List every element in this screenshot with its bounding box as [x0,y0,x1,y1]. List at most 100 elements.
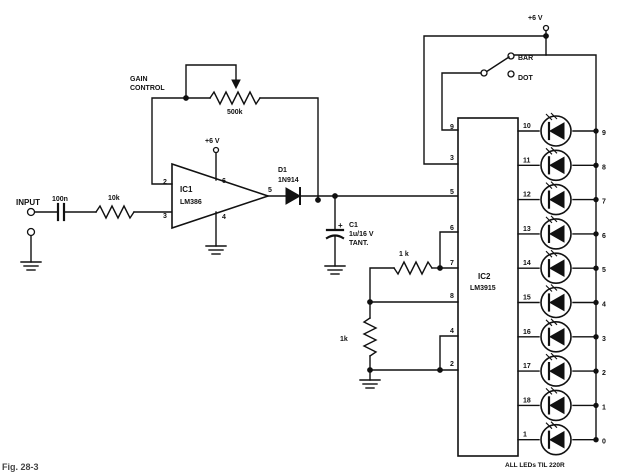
gain-control: GAIN CONTROL 500k [130,64,319,201]
led-note: ALL LEDs TIL 220R [505,462,565,469]
gain-control-label-2: CONTROL [130,85,165,92]
ic2-pin-2: 2 [450,361,454,368]
led-light-ray [545,319,553,327]
led-diode-icon [548,190,565,209]
input-section: INPUT 100n 10k [16,195,173,271]
c1-ground-symbol [324,265,346,275]
ic2-pin-7: 7 [450,260,454,267]
ic2-ground-symbol [359,379,381,389]
capacitor-c1: + C1 1u/16 V TANT. [324,195,374,275]
ic2-part: LM3915 [470,285,496,292]
ic2-pin-5: 5 [450,189,454,196]
led-diode-icon [548,293,565,312]
ic2-led-pin-number: 15 [523,295,531,302]
ic2-led-pin-number: 1 [523,432,527,439]
diode-d1: D1 1N914 [267,167,302,205]
led-output-number: 3 [602,336,606,343]
resistor-1k-side-label: 1k [340,336,348,343]
ic2-led-pin-number: 17 [523,363,531,370]
ic2-led-pin-number: 10 [523,123,531,130]
ic1-triangle [171,162,271,230]
ic1-supply-label: +6 V [205,138,220,145]
led-light-ray [550,318,558,326]
led-light-ray [545,147,553,155]
led-light-ray [545,250,553,258]
switch-common-contact [480,69,488,77]
led-output-number: 2 [602,370,606,377]
resistor-1k-top-label: 1 k [399,251,409,258]
led-0: 10 9 [517,112,606,147]
resistor-10k-label: 10k [108,195,120,202]
switch-contact-dot[interactable] [507,70,515,78]
led-output-number: 1 [602,404,606,411]
led-diode-icon [548,396,565,415]
d1-part: 1N914 [278,177,299,184]
ic2-led-pin-number: 18 [523,397,531,404]
led-7: 17 2 [517,352,606,387]
led-light-ray [545,216,553,224]
led-diode-icon [548,259,565,278]
ic2-lm3915: IC2 LM3915 9 3 5 6 7 8 4 2 [450,117,519,457]
c1-plus: + [338,221,343,230]
led-light-ray [550,112,558,120]
resistor-1k-side [362,317,378,357]
led-diode-icon [548,122,565,140]
pot-500k-label: 500k [227,109,243,116]
c1-value: 1u/16 V [349,231,374,238]
led-output-number: 8 [602,164,606,171]
ic2-led-pin-number: 11 [523,157,531,164]
led-light-ray [550,146,558,154]
c1-name: C1 [349,222,358,229]
led-output-number: 9 [602,130,606,137]
switch-contact-bar[interactable] [507,52,515,60]
ic2-pin-8: 8 [450,293,454,300]
ic1-pin-3: 3 [163,213,167,220]
resistor-10k [95,204,135,220]
led-light-ray [550,181,558,188]
led-light-ray [545,388,553,395]
input-ground-terminal [26,227,36,237]
led-output-number: 0 [602,439,606,446]
ic1-pin-2: 2 [163,179,167,186]
ic2-pin-4: 4 [450,328,454,335]
led-1: 11 8 [517,146,606,182]
led-light-ray [550,249,558,257]
ic1-name: IC1 [180,185,193,194]
ic1-ground-symbol [205,245,227,255]
ic2-led-pin-number: 14 [523,260,531,267]
ic2-led-pin-number: 16 [523,329,531,336]
led-3: 136 [517,215,606,250]
ic2-led-pin-number: 12 [523,192,531,199]
figure-caption: Fig. 28-3 [2,462,39,472]
ic2-name: IC2 [478,272,491,281]
ic2-supply-terminal [542,24,550,32]
led-light-ray [550,387,558,394]
led-output-number: 7 [602,199,606,206]
potentiometer-500k [209,90,261,106]
led-4: 145 [517,249,606,285]
led-5: 154 [517,284,606,319]
ic2-supply-label: +6 V [528,15,543,22]
resistor-1k-top [393,260,433,276]
led-light-ray [545,113,553,121]
led-diode-icon [548,430,565,449]
bar-dot-switch-lever[interactable] [485,56,510,73]
ic2-pin-6: 6 [450,225,454,232]
ic1-pin-5: 5 [268,187,272,194]
led-light-ray [545,353,553,361]
led-light-ray [550,215,558,223]
d1-name: D1 [278,167,287,174]
led-9: 10 [517,421,606,456]
led-light-ray [545,182,553,189]
input-ground-symbol [20,261,42,271]
led-diode-icon [548,327,565,346]
led-light-ray [545,285,553,292]
led-output-number: 6 [602,233,606,240]
ic1-amplifier: IC1 LM386 2 3 6 4 5 +6 V [163,138,272,255]
input-label: INPUT [16,198,40,207]
ic1-pin-4: 4 [222,214,226,221]
c1-type: TANT. [349,240,368,247]
led-2: 12 7 [517,181,606,216]
led-6: 16 3 [517,318,606,353]
